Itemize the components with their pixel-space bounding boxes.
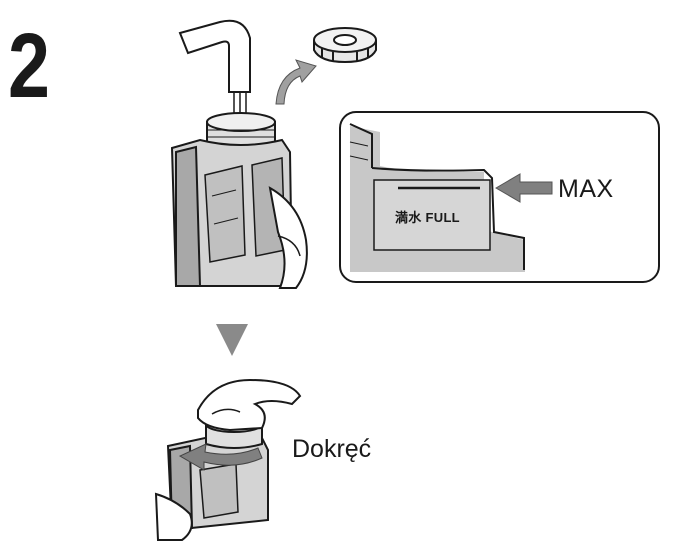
full-level-mark: 満水 FULL: [395, 211, 460, 224]
tighten-label: Dokręć: [292, 437, 371, 462]
water-tank-top: [172, 113, 307, 288]
max-label: MAX: [558, 177, 614, 202]
bottle-cap-icon: [314, 28, 376, 62]
curved-arrow-icon: [276, 60, 316, 104]
water-tap-icon: [180, 21, 250, 92]
down-triangle-icon: [216, 324, 248, 356]
